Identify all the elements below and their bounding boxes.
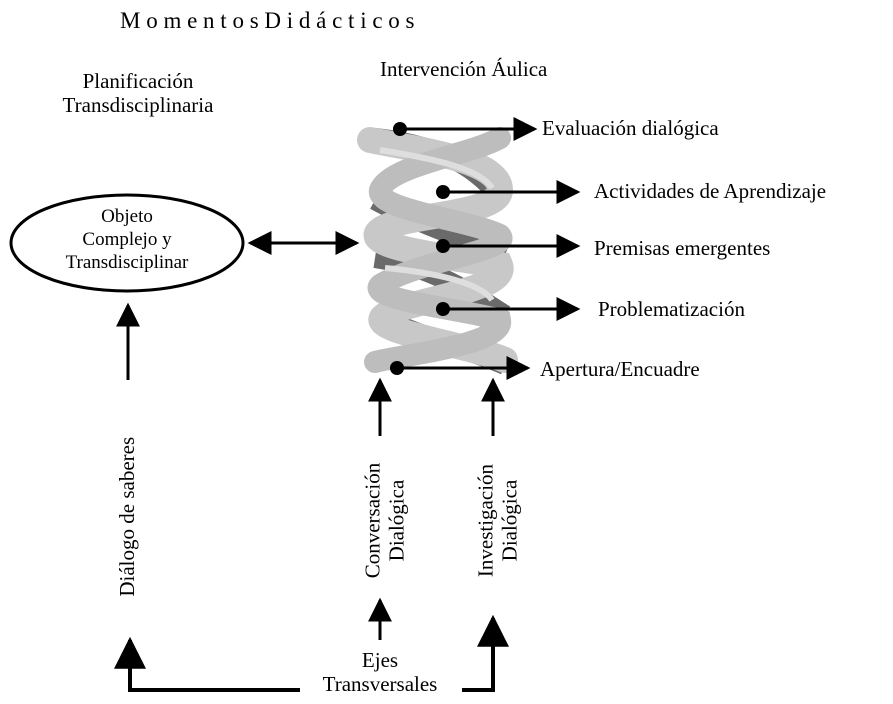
objeto-line1: Objeto	[101, 206, 153, 227]
objeto-line3: Transdisciplinar	[65, 251, 189, 273]
objeto-complejo-label: Objeto Complejo y Transdisciplinar	[22, 206, 232, 274]
moment-apertura: Apertura/Encuadre	[540, 357, 700, 381]
helix-connectors	[390, 117, 581, 380]
intervencion-heading: Intervención Áulica	[380, 57, 548, 81]
conversacion-dialogica-label: Conversación Dialógica	[360, 451, 408, 591]
diagram-title: M o m e n t o s D i d á c t i c o s	[120, 8, 415, 33]
moment-actividades: Actividades de Aprendizaje	[594, 179, 827, 203]
objeto-complejo-ellipse	[9, 193, 245, 293]
ejes-line2: Transversales	[322, 672, 438, 697]
investigacion-dialogica-label: Investigación Dialógica	[473, 451, 521, 591]
moment-premisas: Premisas emergentes	[594, 236, 771, 260]
ejes-line1: Ejes	[361, 648, 399, 672]
conversacion-line2: Dialógica	[384, 479, 408, 562]
ejes-right-connector	[462, 614, 509, 692]
investigacion-line2: Dialógica	[497, 479, 521, 562]
helix-graphic	[357, 127, 518, 375]
dialogo-de-saberes-label: Diálogo de saberes	[115, 436, 140, 597]
conversacion-line1: Conversación	[360, 462, 385, 579]
moment-problematizacion: Problematización	[598, 297, 745, 321]
planificacion-heading: Planificación Transdisciplinaria	[38, 69, 238, 117]
ejes-left-connector	[114, 636, 300, 692]
moment-evaluacion: Evaluación dialógica	[542, 116, 719, 140]
ejes-transversales-label: Ejes Transversales	[300, 648, 460, 696]
objeto-line2: Complejo y	[82, 228, 172, 250]
planificacion-heading-line2: Transdisciplinaria	[62, 92, 214, 117]
planificacion-heading-line1: Planificación	[82, 69, 194, 93]
investigacion-line1: Investigación	[473, 463, 498, 578]
